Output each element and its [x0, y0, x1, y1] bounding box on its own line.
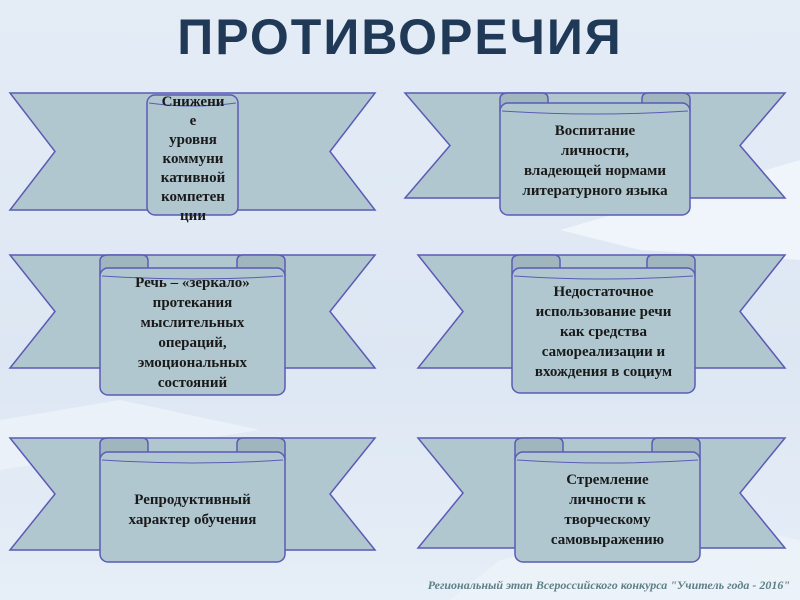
footer-caption: Региональный этап Всероссийского конкурс…	[427, 578, 790, 592]
ribbon-scroll-curl-4	[513, 275, 694, 280]
ribbon-text-3: Речь – «зеркало» протекания мыслительных…	[135, 275, 250, 391]
ribbon-text-4: Недостаточное использование речи как сре…	[534, 284, 673, 380]
ribbon-scroll-curl-5	[101, 459, 284, 464]
ribbon-scroll-curl-2	[501, 110, 689, 115]
ribbon-scroll-5	[99, 451, 286, 563]
ribbon-text-5: Репродуктивный характер обучения	[128, 492, 257, 528]
ribbon-scroll-1	[146, 94, 239, 216]
ribbon-text-2: Воспитание личности, владеющей нормами л…	[522, 122, 668, 199]
ribbon-scroll-curl-3	[101, 275, 284, 280]
ribbon-scroll-4	[511, 267, 696, 394]
ribbon-scroll-3	[99, 267, 286, 396]
ribbon-scroll-curl-1	[148, 102, 237, 107]
ribbon-text-6: Стремление личности к творческому самовы…	[550, 472, 665, 548]
ribbon-scroll-curl-6	[516, 459, 699, 464]
slide-title: ПРОТИВОРЕЧИЯ	[177, 9, 623, 65]
ribbon-scroll-6	[514, 451, 701, 563]
ribbon-scroll-2	[499, 102, 691, 216]
ribbon-text-1: Снижени е уровня коммуни кативной компет…	[160, 93, 226, 224]
